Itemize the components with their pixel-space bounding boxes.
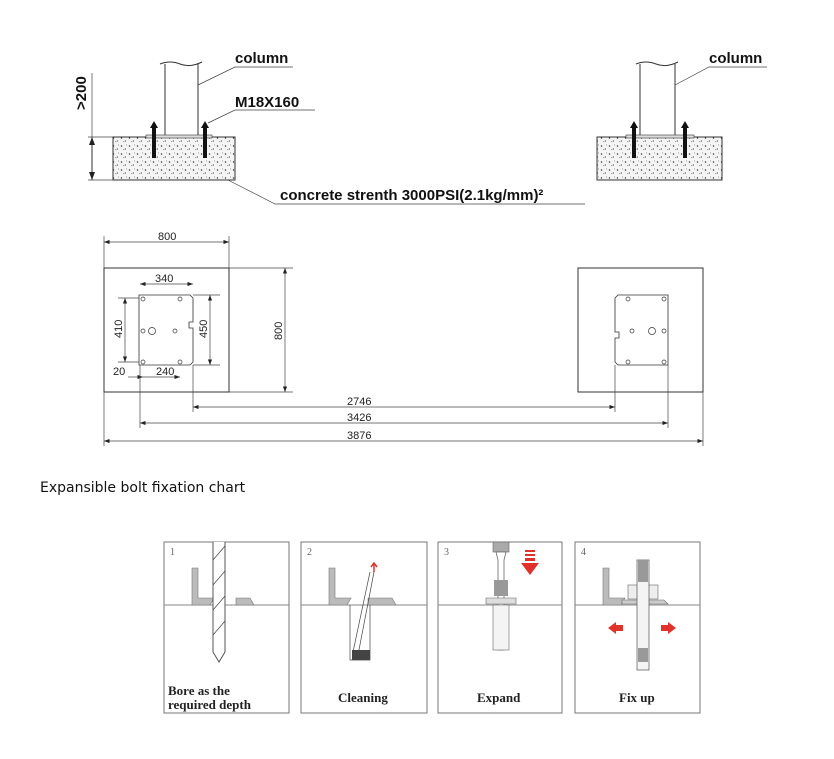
arrow-left-icon bbox=[608, 622, 623, 634]
dim-foundation-height: 800 bbox=[273, 322, 285, 340]
step-panel-2: 2 Cleaning bbox=[300, 541, 428, 714]
anchor-bolt bbox=[630, 121, 638, 158]
chart-caption: Expansible bolt fixation chart bbox=[40, 480, 246, 496]
column bbox=[635, 61, 679, 137]
base-plate bbox=[138, 294, 194, 366]
depth-label: >200 bbox=[73, 76, 90, 110]
concrete-block bbox=[112, 136, 236, 181]
bolt-label: M18X160 bbox=[235, 94, 299, 111]
step-panel-3: 3 Expand bbox=[437, 541, 563, 714]
step-label: Bore as the bbox=[168, 683, 230, 698]
anchor-bolt bbox=[681, 121, 689, 158]
dim-hole-spacing-h: 240 bbox=[156, 366, 174, 378]
overall-dimensions: 2746 3426 3876 bbox=[103, 365, 704, 446]
step-panel-4: 4 Fix up bbox=[574, 541, 701, 714]
base-plate bbox=[145, 134, 213, 139]
dim-edge-offset: 20 bbox=[113, 366, 125, 378]
step-number: 4 bbox=[581, 547, 586, 558]
concrete-label: concrete strenth 3000PSI(2.1kg/mm)² bbox=[280, 187, 543, 204]
column-label: column bbox=[235, 50, 288, 67]
left-foundation-plan: 800 800 340 410 450 20 240 bbox=[103, 231, 293, 393]
step-panel-1: 1 Bore as the required depth bbox=[163, 541, 290, 714]
concrete-block bbox=[596, 136, 723, 181]
right-foundation-elevation: column bbox=[596, 50, 767, 181]
anchor-bolt bbox=[150, 121, 158, 158]
dim-middle: 3426 bbox=[347, 412, 371, 424]
anchor-bolt bbox=[201, 121, 209, 158]
dim-inner: 2746 bbox=[347, 396, 371, 408]
dim-outer: 3876 bbox=[347, 430, 371, 442]
column bbox=[159, 61, 203, 137]
step-label: required depth bbox=[168, 697, 252, 712]
column-label: column bbox=[709, 50, 762, 67]
step-label: Fix up bbox=[619, 690, 655, 705]
dim-hole-spacing-v: 410 bbox=[113, 320, 125, 338]
dim-plate-width: 340 bbox=[155, 273, 173, 285]
base-plate bbox=[614, 294, 669, 366]
step-number: 1 bbox=[170, 547, 175, 558]
arrow-right-icon bbox=[661, 622, 676, 634]
step-number: 2 bbox=[307, 547, 312, 558]
dim-foundation-width: 800 bbox=[158, 231, 176, 243]
arrow-up-icon bbox=[370, 561, 378, 572]
step-label: Expand bbox=[477, 690, 521, 705]
right-foundation-plan bbox=[577, 267, 704, 393]
step-number: 3 bbox=[444, 547, 449, 558]
arrow-down-icon bbox=[521, 550, 539, 575]
left-foundation-elevation: >200 column M18X160 concrete strenth 300… bbox=[73, 50, 585, 205]
step-label: Cleaning bbox=[338, 690, 388, 705]
dim-plate-height: 450 bbox=[198, 320, 210, 338]
